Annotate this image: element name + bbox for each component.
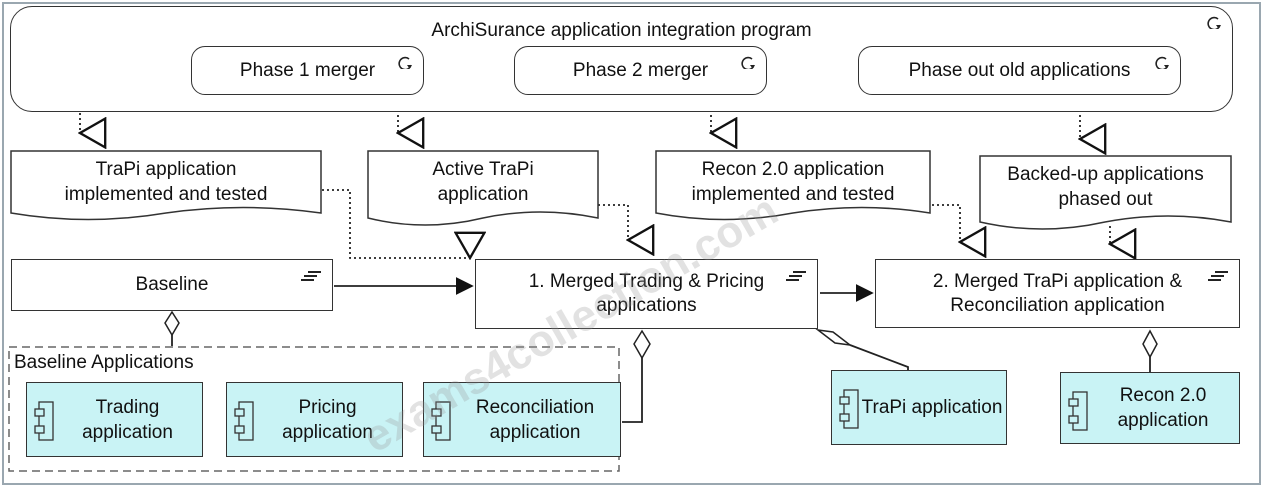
- work-package-icon: [1155, 56, 1169, 69]
- component-pricing[interactable]: Pricing application: [226, 382, 403, 457]
- component-icon: [839, 389, 859, 429]
- phase-2-merger[interactable]: Phase 2 merger: [514, 46, 767, 95]
- realize-d1-merged1: [322, 189, 470, 258]
- plateau-icon: [1208, 271, 1228, 281]
- deliverable-shape-d3: [655, 150, 931, 221]
- deliverable-trapi-implemented[interactable]: TraPi application implemented and tested: [11, 151, 321, 221]
- deliverable-label: Active TraPi application: [432, 159, 534, 205]
- aggregation-merged1-reconciliation: [622, 358, 643, 423]
- plateau-merged-trading-pricing[interactable]: 1. Merged Trading & Pricing applications: [475, 259, 818, 329]
- aggregation-merged1-trapi: [849, 344, 909, 370]
- component-icon: [1068, 391, 1088, 431]
- component-trapi[interactable]: TraPi application: [831, 370, 1007, 445]
- work-package-icon: [1207, 16, 1221, 29]
- component-trading[interactable]: Trading application: [26, 382, 203, 457]
- aggregation-diamond-baseline: [164, 310, 180, 337]
- phase-1-label: Phase 1 merger: [239, 59, 376, 81]
- component-label: TraPi application: [861, 397, 1003, 418]
- aggregation-diamond-merged1: [633, 329, 651, 360]
- deliverable-shape-d2: [367, 150, 599, 226]
- aggregation-diamond-merged2: [1142, 329, 1158, 359]
- component-icon: [431, 401, 451, 441]
- plateau-icon: [786, 271, 806, 281]
- plateau-baseline[interactable]: Baseline: [11, 259, 333, 311]
- component-label: Reconciliation application: [475, 396, 595, 443]
- plateau-icon: [301, 271, 321, 281]
- plateau-merged-trapi-reconciliation[interactable]: 2. Merged TraPi application & Reconcilia…: [875, 259, 1240, 328]
- deliverable-recon-implemented[interactable]: Recon 2.0 application implemented and te…: [656, 151, 930, 221]
- aggregation-diamond-merged1-trapi: [815, 328, 853, 347]
- work-package-icon: [741, 56, 755, 69]
- phase-2-label: Phase 2 merger: [572, 59, 709, 81]
- phase-1-merger[interactable]: Phase 1 merger: [191, 46, 424, 95]
- realize-d2-merged1: [598, 204, 628, 240]
- deliverable-label: Backed-up applications phased out: [1007, 164, 1204, 210]
- component-recon2[interactable]: Recon 2.0 application: [1060, 372, 1240, 444]
- component-reconciliation[interactable]: Reconciliation application: [423, 382, 621, 457]
- realize-d3-merged2: [932, 204, 960, 242]
- program-title: ArchiSurance application integration pro…: [431, 20, 812, 41]
- plateau-label: 2. Merged TraPi application & Reconcilia…: [932, 270, 1183, 316]
- plateau-label: Baseline: [135, 274, 209, 295]
- deliverable-label: Recon 2.0 application implemented and te…: [691, 159, 895, 205]
- component-icon: [234, 401, 254, 441]
- deliverable-shape-d4: [979, 155, 1232, 230]
- deliverable-active-trapi[interactable]: Active TraPi application: [368, 151, 598, 221]
- deliverable-shape-d1: [10, 150, 322, 221]
- phase-3-label: Phase out old applications: [908, 59, 1131, 81]
- phase-out-old-applications[interactable]: Phase out old applications: [858, 46, 1181, 95]
- baseline-applications-group: [8, 346, 620, 472]
- plateau-label: 1. Merged Trading & Pricing applications: [528, 271, 765, 316]
- work-package-icon: [398, 56, 412, 69]
- deliverable-backed-up-phased-out[interactable]: Backed-up applications phased out: [980, 156, 1231, 226]
- group-label: Baseline Applications: [14, 352, 194, 373]
- component-label: Trading application: [82, 396, 173, 443]
- component-label: Pricing application: [282, 396, 373, 443]
- deliverable-label: TraPi application implemented and tested: [64, 159, 268, 205]
- component-icon: [34, 401, 54, 441]
- component-label: Recon 2.0 application: [1117, 385, 1209, 431]
